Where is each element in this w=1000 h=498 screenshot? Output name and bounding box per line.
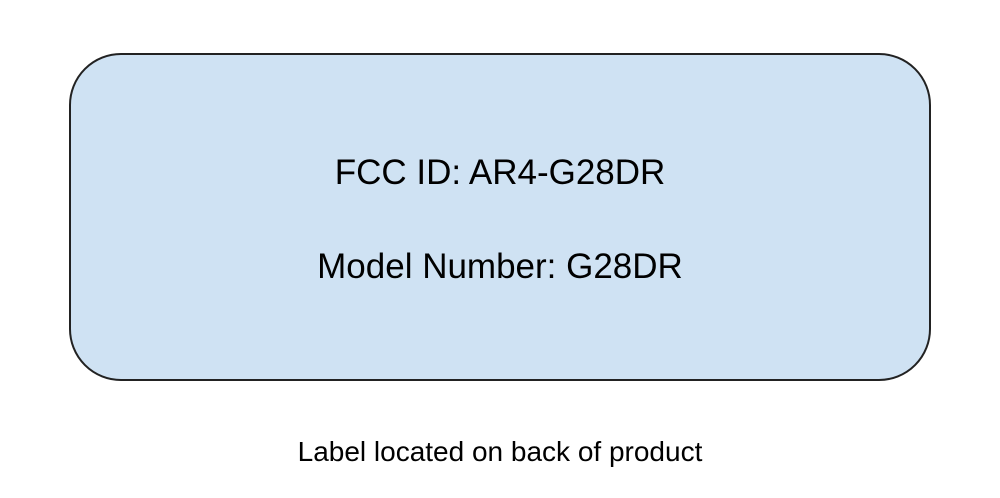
model-number-text: Model Number: G28DR xyxy=(317,247,683,286)
product-label-box: FCC ID: AR4-G28DR Model Number: G28DR xyxy=(69,53,931,381)
fcc-id-text: FCC ID: AR4-G28DR xyxy=(334,153,666,192)
caption: Label located on back of product xyxy=(297,436,703,467)
